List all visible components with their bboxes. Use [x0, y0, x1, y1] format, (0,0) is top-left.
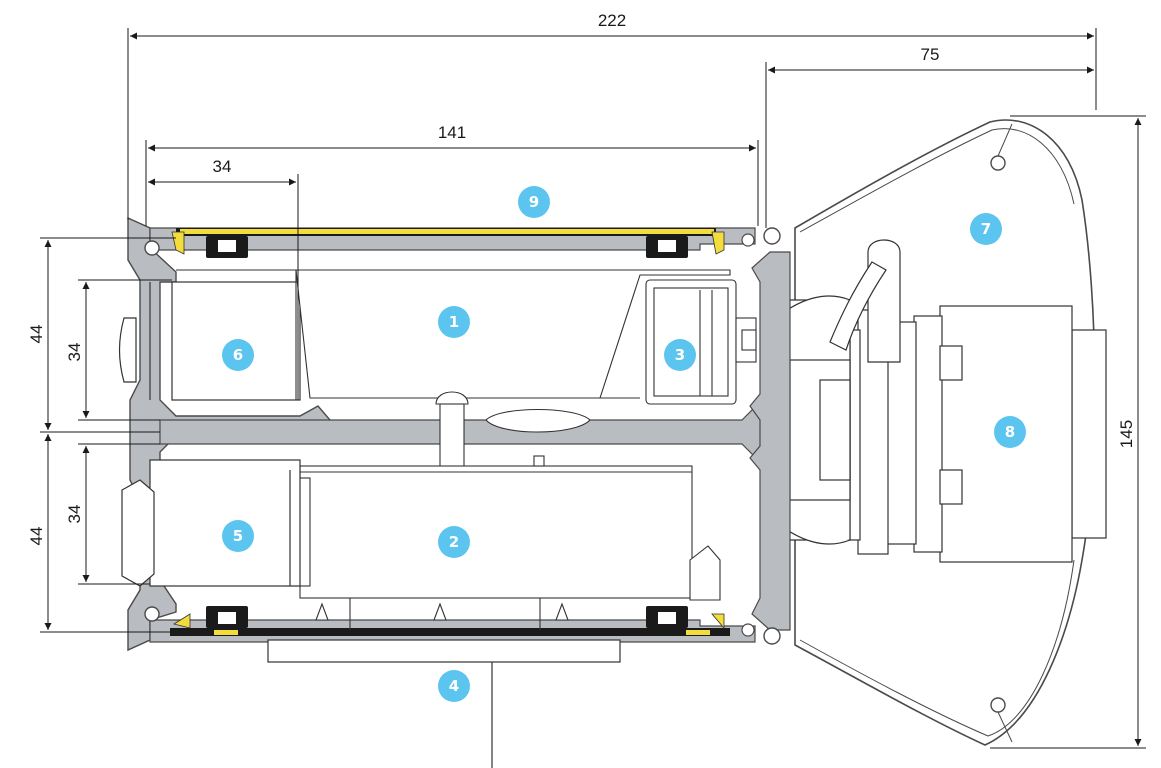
callout-7-label: 7	[981, 220, 991, 238]
cable-tube	[829, 239, 901, 363]
callout-3: 3	[664, 339, 696, 371]
dim-lower-outer-height: 44	[27, 527, 46, 546]
dim-inner-width: 141	[438, 123, 466, 142]
callout-2-label: 2	[449, 533, 459, 551]
callout-4-label: 4	[449, 677, 459, 695]
component-5-body	[121, 459, 301, 587]
component-2-box	[285, 455, 721, 630]
top-cover	[171, 228, 725, 258]
callout-1: 1	[438, 306, 470, 338]
lens-front-ring	[1071, 329, 1107, 539]
callout-2: 2	[438, 526, 470, 558]
dim-lower-inner-height: 34	[65, 505, 84, 524]
callout-1-label: 1	[449, 313, 459, 331]
dimension-lines	[40, 28, 1146, 749]
dim-overall-width: 222	[598, 11, 626, 30]
dim-left-section: 34	[213, 157, 232, 176]
callout-8-label: 8	[1005, 423, 1015, 441]
component-3-connector	[645, 279, 757, 405]
callout-5-label: 5	[233, 527, 243, 545]
dim-overall-height: 145	[1117, 420, 1136, 448]
callout-9-label: 9	[529, 193, 539, 211]
lens-assembly	[769, 295, 1107, 563]
glass-pane	[267, 639, 621, 663]
callout-5: 5	[222, 520, 254, 552]
bottom-window	[170, 606, 730, 768]
callout-markers: 1 2 3 4 5 6 7 8	[222, 186, 1026, 702]
callout-6-label: 6	[233, 346, 243, 364]
callout-7: 7	[970, 213, 1002, 245]
dim-upper-inner-height: 34	[65, 343, 84, 362]
callout-4: 4	[438, 670, 470, 702]
dim-upper-outer-height: 44	[27, 325, 46, 344]
callout-6: 6	[222, 339, 254, 371]
callout-8: 8	[994, 416, 1026, 448]
dim-right-section: 75	[921, 45, 940, 64]
callout-9: 9	[518, 186, 550, 218]
callout-3-label: 3	[675, 346, 685, 364]
